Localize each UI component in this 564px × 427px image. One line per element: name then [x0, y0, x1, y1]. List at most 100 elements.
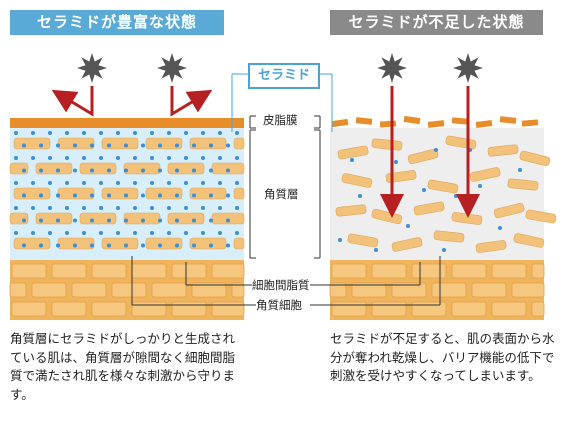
ceramide-dot	[31, 231, 35, 235]
stimuli	[51, 53, 483, 218]
ceramide-dot	[192, 168, 196, 173]
corneocyte-cell	[9, 212, 29, 225]
ceramide-dot	[175, 193, 179, 198]
ceramide-dot	[218, 206, 222, 210]
sebum-fragment	[379, 120, 397, 128]
basal-cell-dry	[411, 263, 447, 279]
ceramide-dot	[107, 243, 111, 248]
ceramide-dot	[167, 156, 171, 160]
sebum-layer	[10, 118, 244, 128]
corneocyte-cell	[123, 162, 161, 175]
ceramide-dot	[209, 143, 213, 148]
ceramide-dot	[73, 218, 77, 223]
corneocyte-cell-dry	[427, 179, 459, 194]
ceramide-dot	[218, 231, 222, 235]
ceramide-dot	[175, 243, 179, 248]
ceramide-dot	[56, 193, 60, 198]
ceramide-dot	[201, 231, 205, 235]
basal-cell	[11, 263, 47, 279]
corneocyte-cell-dry	[507, 178, 539, 191]
ceramide-dot	[235, 156, 239, 160]
ceramide-dot	[209, 218, 213, 223]
ceramide-dot	[116, 231, 120, 235]
basal-cell	[71, 282, 107, 298]
description-ceramide-rich: 角質層にセラミドがしっかりと生成されている肌は、角質層が隙間なく細胞間脂質で満た…	[10, 331, 236, 402]
basal-cell-dry	[391, 282, 427, 298]
ceramide-dot	[167, 181, 171, 185]
ceramide-dot	[235, 181, 239, 185]
corneocyte-cell	[13, 187, 51, 200]
ceramide-dot	[158, 168, 162, 173]
ceramide-dot	[31, 181, 35, 185]
ceramide-dot-sparse	[518, 168, 522, 172]
ceramide-dot	[124, 143, 128, 148]
ceramide-dot	[201, 131, 205, 135]
label-ceramide: セラミド	[248, 63, 320, 89]
sebum-fragment	[451, 117, 469, 125]
ceramide-dot-sparse	[394, 160, 398, 164]
ceramide-dot	[226, 168, 230, 173]
basal-cell	[131, 301, 167, 317]
corneocyte-cell	[35, 162, 73, 175]
label-leaders	[131, 73, 441, 306]
ceramide-dot	[82, 156, 86, 160]
ceramide-dot	[209, 243, 213, 248]
basal-cell-dry	[411, 301, 447, 317]
corneocyte-cell-dry	[337, 145, 369, 160]
ceramide-dot	[226, 243, 230, 248]
ceramide-dot	[201, 156, 205, 160]
ceramide-dot	[56, 143, 60, 148]
ceramide-dot	[14, 156, 18, 160]
ceramide-dot	[184, 206, 188, 210]
ceramide-dot	[48, 206, 52, 210]
corneocyte-cell-dry	[513, 233, 545, 248]
ceramide-dot	[99, 181, 103, 185]
ceramide-dot	[116, 181, 120, 185]
ceramide-dot-sparse	[478, 184, 482, 188]
right-panel	[329, 115, 557, 320]
corneocyte-cell	[123, 212, 161, 225]
ceramide-dot	[48, 131, 52, 135]
ceramide-dot	[167, 231, 171, 235]
ceramide-dot	[167, 206, 171, 210]
sebum-fragment	[427, 120, 445, 128]
ceramide-dot-sparse	[338, 238, 342, 242]
ceramide-dot	[235, 131, 239, 135]
ceramide-dot	[124, 193, 128, 198]
ceramide-dot	[107, 218, 111, 223]
ceramide-dot	[133, 231, 137, 235]
ceramide-dot-sparse	[422, 188, 426, 192]
ceramide-dot	[90, 243, 94, 248]
basal-cell	[51, 263, 87, 279]
ceramide-dot	[192, 143, 196, 148]
ceramide-dot	[56, 218, 60, 223]
ceramide-dot	[158, 243, 162, 248]
ceramide-dot	[133, 131, 137, 135]
ceramide-dot	[22, 143, 26, 148]
corneocyte-cell	[57, 187, 95, 200]
ceramide-dot	[141, 168, 145, 173]
ceramide-dot	[107, 143, 111, 148]
corneocyte-cell	[167, 212, 205, 225]
header-ceramide-rich: セラミドが豊富な状態	[10, 10, 224, 35]
ceramide-dot	[73, 243, 77, 248]
corneocyte-cell	[145, 237, 183, 250]
ceramide-dot	[48, 156, 52, 160]
ceramide-dot-sparse	[358, 194, 362, 198]
basal-cell	[111, 282, 147, 298]
sebum-fragment	[499, 116, 517, 124]
ceramide-dot	[14, 181, 18, 185]
corneocyte-cell	[167, 162, 205, 175]
basal-cell-dry	[331, 301, 367, 317]
ceramide-dot	[90, 143, 94, 148]
ceramide-dot	[158, 143, 162, 148]
ceramide-dot	[14, 131, 18, 135]
ceramide-dot	[48, 181, 52, 185]
ceramide-dot	[39, 143, 43, 148]
ceramide-dot-sparse	[454, 194, 458, 198]
ceramide-dot	[192, 243, 196, 248]
corneocyte-cell-dry	[493, 202, 525, 219]
ceramide-dot	[82, 231, 86, 235]
